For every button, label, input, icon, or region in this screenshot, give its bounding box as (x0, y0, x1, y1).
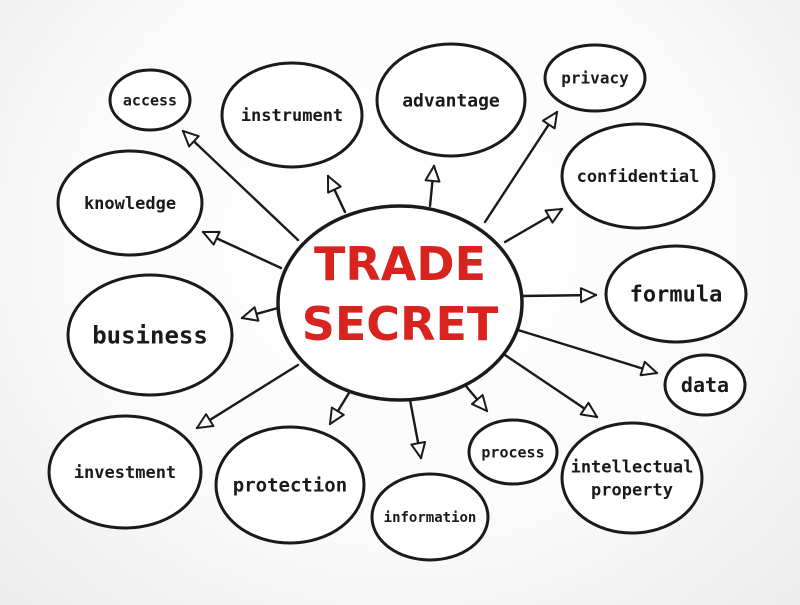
arrow-head-icon (544, 208, 563, 224)
arrow-to-access (181, 129, 300, 242)
arrow-head-icon (579, 287, 597, 304)
arrow-to-confidential (503, 207, 564, 244)
node-ellipse (604, 244, 748, 344)
arrow-to-process (463, 383, 489, 413)
node-label: instrument (241, 106, 343, 126)
node-information: information (370, 472, 490, 562)
arrow-head-icon (241, 306, 260, 322)
node-label: formula (630, 283, 723, 308)
node-confidential: confidential (560, 122, 716, 230)
arrow-line (195, 363, 300, 430)
arrow-line (516, 328, 659, 375)
arrow-head-icon (410, 440, 427, 459)
node-label: investment (74, 463, 176, 483)
node-label: intellectual (571, 457, 694, 477)
arrow-head-icon (182, 130, 200, 148)
arrows-layer (181, 110, 659, 460)
node-label: access (123, 91, 177, 109)
arrow-head-icon (639, 360, 658, 377)
nodes-layer: access instrument advantage privacy confiden… (47, 42, 748, 562)
node-privacy: privacy (543, 43, 647, 113)
arrow-head-icon (541, 111, 558, 130)
node-instrument: instrument (220, 61, 364, 169)
node-label: protection (233, 475, 347, 497)
node-label: information (384, 510, 477, 526)
arrow-to-knowledge (201, 230, 283, 270)
node-ellipse (47, 414, 203, 530)
node-label: knowledge (84, 194, 176, 214)
arrow-head-icon (329, 406, 345, 425)
node-ellipse (220, 61, 364, 169)
node-ellipse (370, 472, 490, 562)
node-advantage: advantage (375, 42, 527, 158)
node-data: data (663, 353, 747, 417)
arrow-head-icon (579, 401, 598, 418)
node-ellipse (663, 353, 747, 417)
node-ellipse (214, 425, 366, 545)
arrow-head-icon (327, 175, 342, 194)
node-ellipse (543, 43, 647, 113)
arrow-head-icon (470, 394, 488, 412)
node-ellipse (375, 42, 527, 158)
node-ellipse (66, 273, 234, 397)
arrow-to-intellectual-property (503, 353, 599, 419)
arrow-to-business (240, 306, 280, 322)
arrow-to-investment (195, 363, 300, 430)
arrow-to-advantage (424, 164, 441, 208)
node-label: advantage (402, 90, 500, 111)
node-protection: protection (214, 425, 366, 545)
node-ellipse (560, 421, 704, 535)
center-ellipse (276, 204, 524, 402)
arrow-head-icon (196, 413, 215, 429)
arrow-head-icon (202, 230, 221, 246)
arrow-to-formula (520, 287, 598, 304)
node-access: access (108, 68, 192, 132)
node-formula: formula (604, 244, 748, 344)
center-title-line1: TRADE (314, 237, 486, 291)
node-label: process (481, 443, 544, 461)
center-title-line2: SECRET (302, 297, 499, 351)
node-label: data (681, 373, 729, 397)
node-label: property (591, 480, 673, 500)
center-node: TRADE SECRET (276, 204, 524, 402)
node-ellipse (467, 418, 559, 486)
node-ellipse (108, 68, 192, 132)
node-process: process (467, 418, 559, 486)
node-intellectual-property: intellectual property (560, 421, 704, 535)
node-label: business (92, 321, 208, 349)
arrow-to-instrument (326, 174, 347, 214)
node-business: business (66, 273, 234, 397)
arrow-line (483, 110, 559, 224)
node-knowledge: knowledge (56, 149, 204, 257)
arrow-line (503, 353, 599, 419)
node-ellipse (560, 122, 716, 230)
arrow-to-data (516, 328, 659, 377)
node-ellipse (56, 149, 204, 257)
node-label: confidential (577, 167, 700, 187)
arrow-head-icon (424, 165, 441, 183)
node-label: privacy (561, 69, 629, 88)
node-investment: investment (47, 414, 203, 530)
arrow-to-protection (328, 386, 354, 426)
arrow-to-privacy (483, 110, 559, 224)
arrow-line (181, 129, 300, 242)
arrow-to-information (408, 398, 427, 460)
